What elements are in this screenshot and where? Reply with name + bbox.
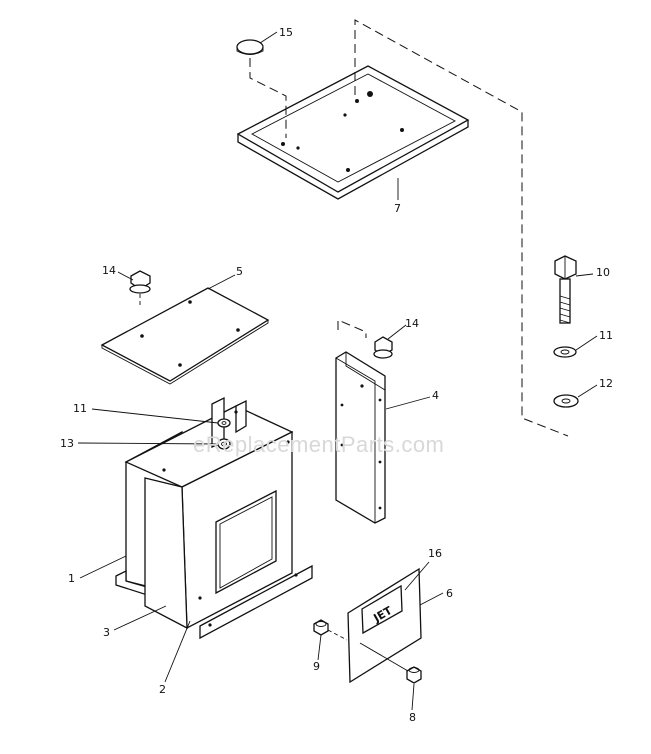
- bolt-part-14-right: [373, 336, 393, 359]
- callout-1: 1: [68, 572, 75, 585]
- panel-part-4: [335, 351, 386, 524]
- callout-11-left: 11: [73, 402, 87, 415]
- watermark-text: eReplacementParts.com: [193, 432, 444, 457]
- callout-12: 12: [599, 377, 613, 390]
- callout-16: 16: [428, 547, 442, 560]
- callout-9: 9: [313, 660, 320, 673]
- tray-part-7: [236, 65, 470, 200]
- callout-6: 6: [446, 587, 453, 600]
- plug-part-15: [236, 39, 264, 55]
- callout-3: 3: [103, 626, 110, 639]
- leader-lines: [77, 31, 598, 711]
- washer-part-11-right: [553, 346, 577, 358]
- cabinet-assembly: [115, 396, 313, 640]
- plate-part-5: [100, 287, 270, 385]
- callout-13: 13: [60, 437, 74, 450]
- callout-8: 8: [409, 711, 416, 724]
- callout-7: 7: [394, 202, 401, 215]
- screw-part-8: [406, 666, 422, 684]
- callout-14-right: 14: [405, 317, 419, 330]
- plate-part-6: JET: [347, 567, 422, 684]
- callout-15: 15: [279, 26, 293, 39]
- callout-14-left: 14: [102, 264, 116, 277]
- callout-5: 5: [236, 265, 243, 278]
- callout-11-right: 11: [599, 329, 613, 342]
- callout-2: 2: [159, 683, 166, 696]
- bolt-part-10: [554, 255, 577, 324]
- callout-10: 10: [596, 266, 610, 279]
- washer-part-11-left: [217, 418, 231, 428]
- nameplate-part-16: [361, 584, 403, 635]
- callout-4: 4: [432, 389, 439, 402]
- bolt-part-14-left: [129, 270, 151, 306]
- screw-part-9: [313, 619, 329, 636]
- washer-part-12: [553, 394, 579, 408]
